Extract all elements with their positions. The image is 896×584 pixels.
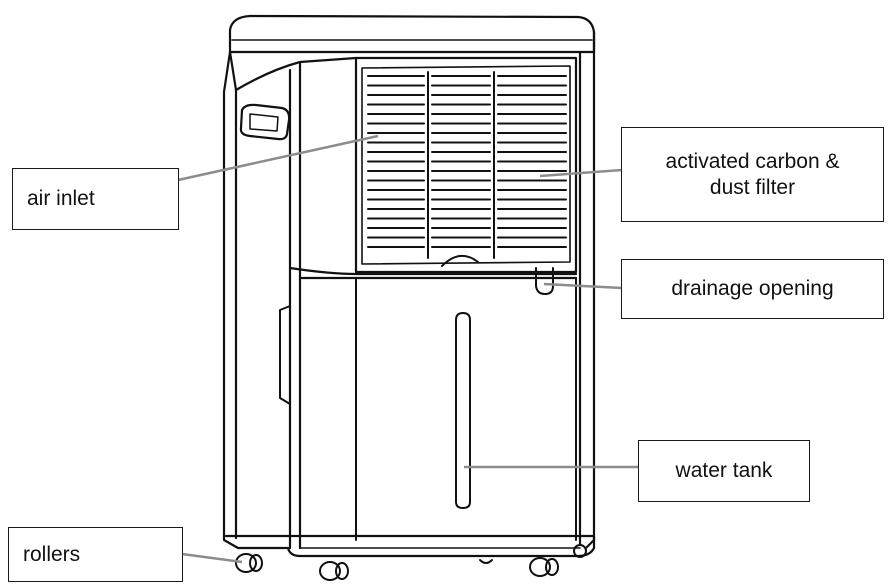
leader-drainage	[543, 282, 623, 290]
tank-window	[455, 312, 471, 509]
label-air-inlet-text: air inlet	[27, 187, 95, 211]
side-handle	[239, 103, 291, 141]
label-water-tank: water tank	[638, 440, 810, 502]
leader-rollers	[181, 552, 243, 564]
leader-lines	[177, 134, 638, 564]
label-water-tank-text: water tank	[675, 459, 773, 483]
label-carbon-filter: activated carbon & dust filter	[621, 127, 884, 222]
leader-carbon-filter	[539, 168, 623, 178]
label-rollers-text: rollers	[23, 542, 81, 566]
label-drainage-opening: drainage opening	[621, 259, 884, 319]
water-tank	[355, 277, 577, 541]
label-rollers: rollers	[8, 527, 183, 582]
top-lid	[228, 14, 596, 54]
leader-air-inlet	[177, 134, 379, 182]
grille-slats	[367, 75, 567, 248]
label-air-inlet: air inlet	[12, 168, 179, 230]
mid-band	[288, 266, 578, 276]
unit-body	[222, 50, 240, 550]
rollers-graphic	[235, 544, 587, 581]
label-carbon-filter-text: activated carbon & dust filter	[665, 150, 840, 199]
label-drainage-opening-text: drainage opening	[671, 277, 834, 301]
filter-frame	[354, 56, 578, 274]
drainage-spout	[535, 267, 554, 295]
base	[224, 534, 596, 558]
